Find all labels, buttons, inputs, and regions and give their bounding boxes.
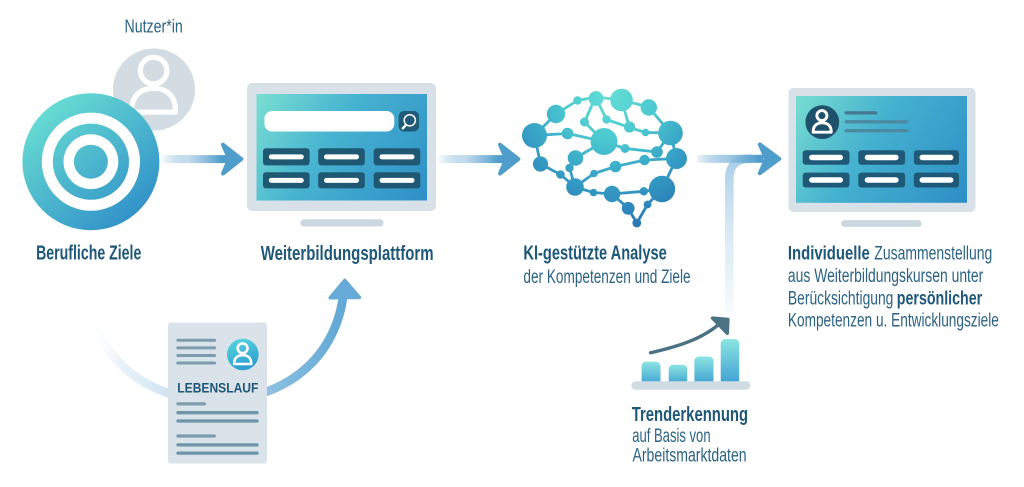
svg-text:aus Weiterbildungskursen unter: aus Weiterbildungskursen unter	[788, 266, 984, 287]
svg-text:der Kompetenzen und Ziele: der Kompetenzen und Ziele	[523, 267, 690, 288]
svg-text:Individuelle: Individuelle	[788, 243, 870, 264]
svg-text:Kompetenzen u. Entwicklungszie: Kompetenzen u. Entwicklungsziele	[788, 311, 999, 332]
svg-text:auf Basis von: auf Basis von	[632, 426, 710, 447]
svg-text:LEBENSLAUF: LEBENSLAUF	[177, 380, 258, 396]
svg-text:Zusammenstellung: Zusammenstellung	[874, 243, 992, 264]
svg-text:Weiterbildungsplattform: Weiterbildungsplattform	[261, 243, 434, 265]
svg-text:Nutzer*in: Nutzer*in	[125, 17, 183, 37]
svg-text:Berücksichtigung: Berücksichtigung	[788, 288, 894, 309]
svg-text:KI-gestützte Analyse: KI-gestützte Analyse	[523, 242, 666, 264]
svg-text:Trenderkennung: Trenderkennung	[632, 404, 748, 426]
svg-text:Berufliche Ziele: Berufliche Ziele	[36, 242, 141, 264]
svg-text:persönlicher: persönlicher	[897, 288, 983, 309]
svg-text:Arbeitsmarktdaten: Arbeitsmarktdaten	[633, 445, 747, 466]
